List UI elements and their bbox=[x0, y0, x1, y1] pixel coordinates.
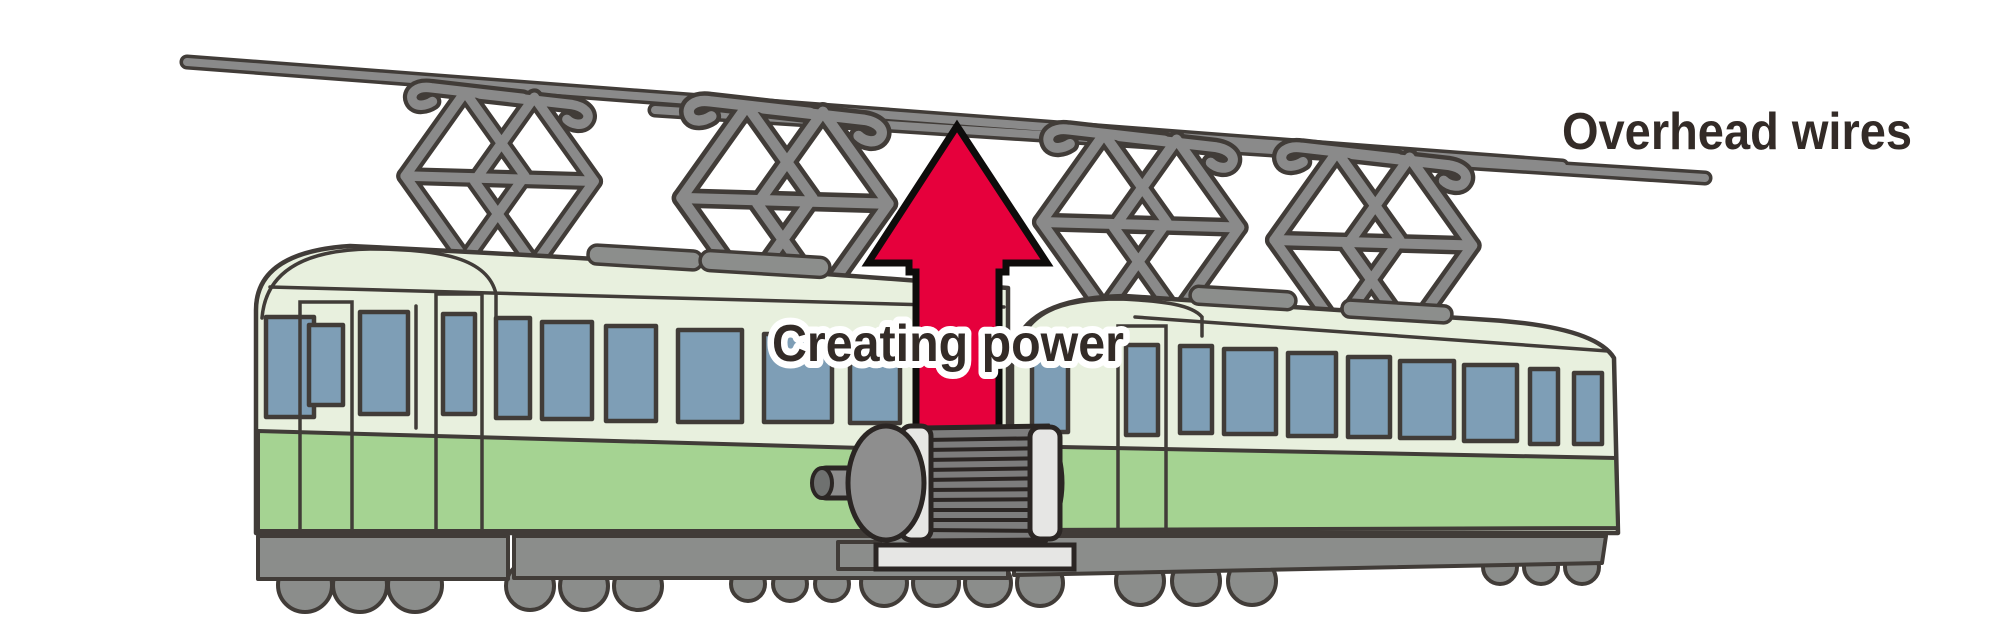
window bbox=[761, 331, 835, 425]
roof-vent bbox=[1188, 284, 1298, 312]
overhead-wires-label: Overhead wires bbox=[1562, 103, 1912, 161]
door-frame bbox=[298, 300, 354, 533]
window bbox=[847, 335, 903, 426]
window bbox=[603, 323, 659, 424]
window bbox=[1177, 343, 1215, 436]
window bbox=[539, 319, 595, 422]
door-window bbox=[306, 322, 346, 408]
motor-end-cap bbox=[845, 423, 927, 543]
motor-base-plate bbox=[873, 542, 1077, 572]
car-lower-band bbox=[1010, 444, 1620, 532]
chassis-panel bbox=[256, 534, 510, 581]
door-frame bbox=[434, 292, 484, 533]
window bbox=[1461, 362, 1520, 444]
door-frame bbox=[1116, 324, 1168, 532]
roof-equipment bbox=[586, 243, 1454, 325]
motor-shaft-end bbox=[810, 466, 834, 500]
creating-power-label: Creating power bbox=[772, 315, 1124, 373]
window bbox=[1221, 346, 1279, 437]
window bbox=[1285, 350, 1339, 439]
window bbox=[675, 327, 745, 425]
window bbox=[1571, 370, 1605, 447]
train-car-front bbox=[253, 243, 1011, 536]
window bbox=[1397, 358, 1457, 441]
window bbox=[263, 314, 317, 420]
door-window bbox=[440, 311, 478, 417]
window bbox=[493, 315, 533, 421]
front-dome-line bbox=[1014, 297, 1204, 364]
roof-trim-line bbox=[1133, 315, 1610, 353]
window bbox=[1527, 366, 1561, 447]
roof-vent bbox=[698, 248, 832, 280]
door-window bbox=[1123, 342, 1161, 438]
roof-vent bbox=[1340, 298, 1454, 325]
roof-trim-line bbox=[268, 285, 1006, 309]
window bbox=[357, 309, 411, 417]
front-dome-line bbox=[260, 247, 498, 322]
window bbox=[1345, 354, 1393, 440]
motor-end-ring bbox=[1027, 424, 1063, 542]
traction-motor bbox=[810, 423, 1077, 572]
